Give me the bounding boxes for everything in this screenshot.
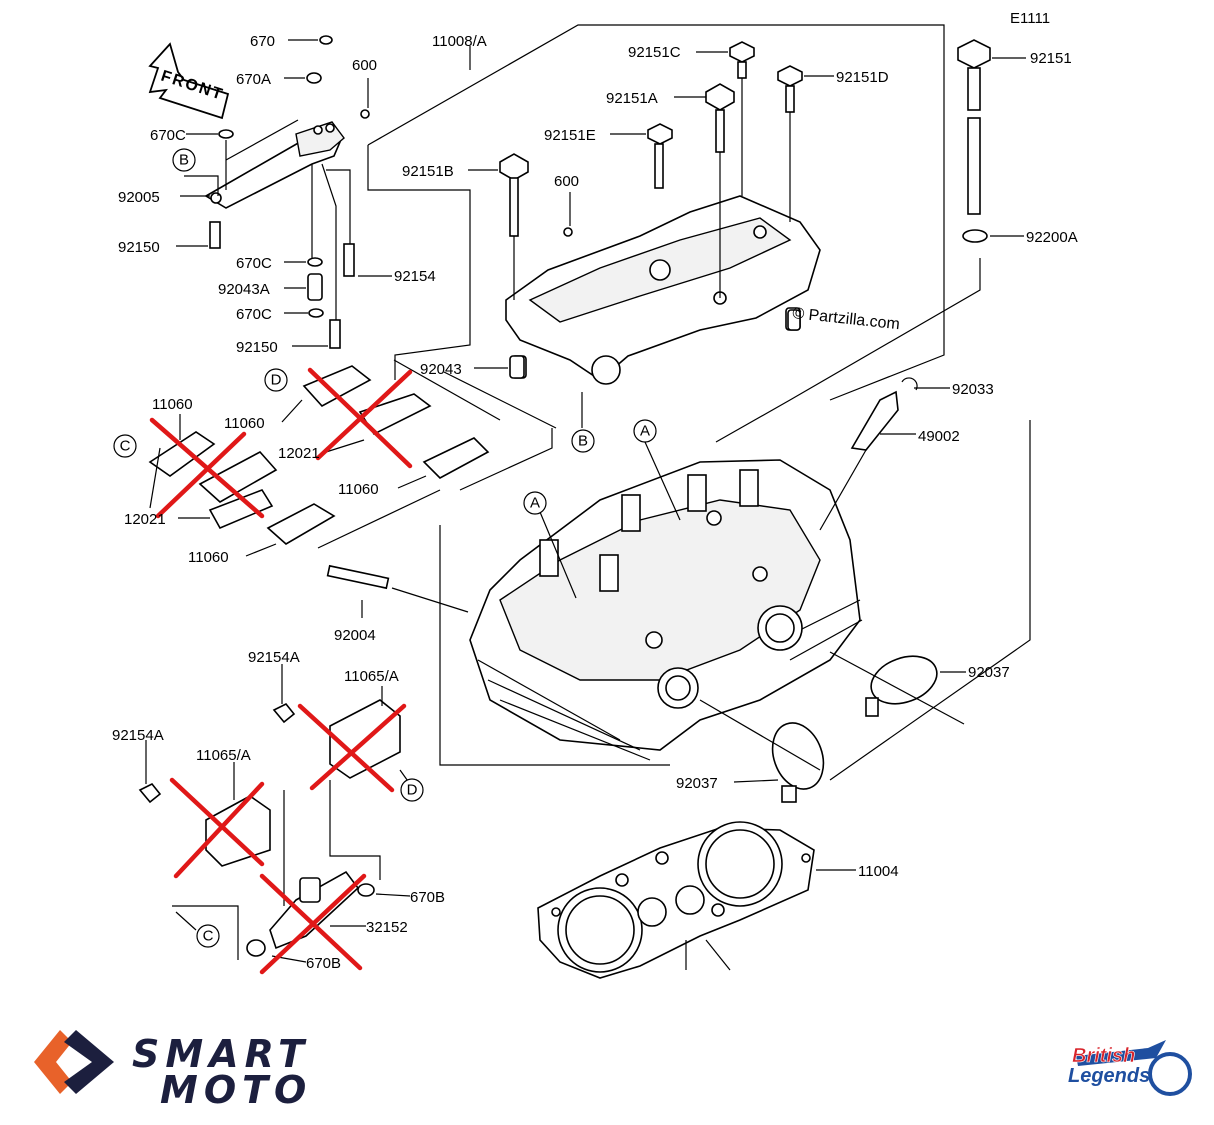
- callout-b-top: B: [172, 148, 196, 172]
- svg-text:C: C: [203, 928, 214, 945]
- callout-b-bottom: B: [571, 429, 595, 453]
- cylinder-head: [469, 459, 863, 761]
- label-670c-mid: 670C: [236, 255, 272, 272]
- head-gasket: [537, 821, 815, 979]
- label-12021-a: 12021: [278, 445, 320, 462]
- ref-code: E1111: [1010, 10, 1050, 27]
- label-92154a-left: 92154A: [112, 727, 164, 744]
- label-92151a: 92151A: [606, 90, 658, 107]
- label-600-b: 600: [554, 173, 579, 190]
- label-600: 600: [352, 57, 377, 74]
- british-legends-logo: British Legends: [1068, 1040, 1192, 1096]
- label-670b-right: 670B: [410, 889, 445, 906]
- label-12021-b: 12021: [124, 511, 166, 528]
- svg-text:C: C: [120, 438, 131, 455]
- label-92037-left: 92037: [676, 775, 718, 792]
- cam-holder-bolts: [499, 41, 803, 300]
- smartmoto-logo-mark: [34, 1030, 114, 1094]
- callout-d-top: D: [264, 368, 288, 392]
- label-92150-top: 92150: [118, 239, 160, 256]
- british-legends-line2: Legends: [1068, 1065, 1150, 1087]
- svg-text:A: A: [530, 495, 540, 512]
- label-670c-low: 670C: [236, 306, 272, 323]
- svg-text:B: B: [578, 433, 588, 450]
- label-670b-bottom: 670B: [306, 955, 341, 972]
- front-arrow-icon: FRONT: [148, 42, 230, 120]
- stud-bolt: [326, 564, 469, 613]
- label-11008a: 11008/A: [432, 33, 487, 50]
- label-92150-low: 92150: [236, 339, 278, 356]
- svg-text:A: A: [640, 423, 650, 440]
- label-670: 670: [250, 33, 275, 50]
- label-11060-c: 11060: [338, 481, 379, 498]
- head-stud-bolt: [787, 39, 991, 331]
- label-670a: 670A: [236, 71, 271, 88]
- label-49002: 49002: [918, 428, 960, 445]
- label-92043a: 92043A: [218, 281, 270, 298]
- label-11060-d: 11060: [188, 549, 229, 566]
- label-92151: 92151: [1030, 50, 1072, 67]
- smartmoto-word-2: MOTO: [160, 1068, 313, 1112]
- label-92033: 92033: [952, 381, 994, 398]
- label-92005: 92005: [118, 189, 160, 206]
- callout-d-bottom: D: [400, 778, 424, 802]
- label-92043: 92043: [420, 361, 462, 378]
- assembly-outlines: [367, 24, 1031, 781]
- label-92151b: 92151B: [402, 163, 454, 180]
- smartmoto-word-1: SMART: [132, 1032, 311, 1076]
- callout-c-bottom: C: [196, 924, 220, 948]
- label-92037-right: 92037: [968, 664, 1010, 681]
- svg-text:D: D: [271, 372, 282, 389]
- dowel-pin: [509, 355, 525, 379]
- label-92154: 92154: [394, 268, 436, 285]
- label-92151d: 92151D: [836, 69, 889, 86]
- breather-bracket-assembly: [184, 35, 370, 349]
- smartmoto-wordmark: SMART MOTO: [132, 1032, 313, 1112]
- cam-holder: [505, 195, 821, 385]
- callout-a-left: A: [523, 491, 547, 515]
- hose-clamps: [699, 651, 965, 803]
- label-11060-a: 11060: [152, 396, 193, 413]
- label-32152: 32152: [366, 919, 408, 936]
- svg-text:D: D: [407, 782, 418, 799]
- svg-text:B: B: [179, 152, 189, 169]
- part-number-labels: 670 670A 600 670C 92005 92150 670C 92043…: [112, 33, 1078, 972]
- discontinued-x-marks: [149, 367, 413, 975]
- label-92151c: 92151C: [628, 44, 681, 61]
- label-11065a-left: 11065/A: [196, 747, 251, 764]
- label-92200a: 92200A: [1026, 229, 1078, 246]
- british-legends-line1: British: [1072, 1045, 1135, 1067]
- label-92004: 92004: [334, 627, 376, 644]
- label-11060-b: 11060: [224, 415, 265, 432]
- watermark: © Partzilla.com: [792, 305, 901, 333]
- label-11004: 11004: [858, 863, 899, 880]
- label-670c-top: 670C: [150, 127, 186, 144]
- callout-a-top: A: [633, 419, 657, 443]
- callout-c-left: C: [113, 434, 137, 458]
- label-11065a-right: 11065/A: [344, 668, 399, 685]
- label-92154a-top: 92154A: [248, 649, 300, 666]
- label-92151e: 92151E: [544, 127, 596, 144]
